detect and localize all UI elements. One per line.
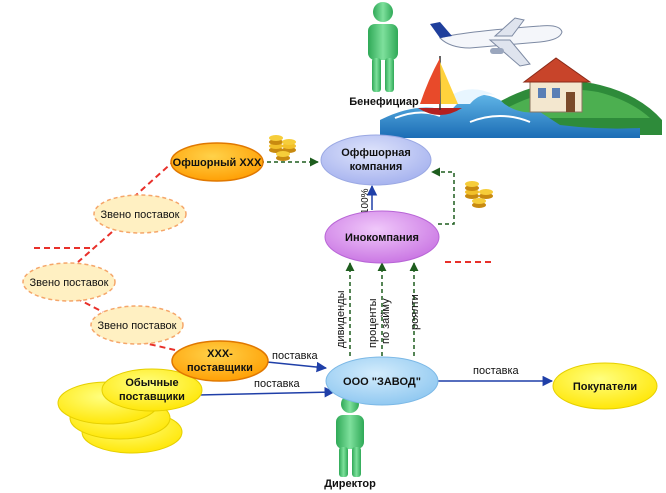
node-incompany: Инокомпания	[324, 210, 440, 264]
supply-label-buyers: поставка	[473, 365, 520, 377]
node-offshore-company: Оффшорная компания	[320, 134, 432, 186]
royalty-label: роялти	[409, 294, 421, 330]
percent-label: 100%	[360, 188, 371, 214]
node-regular-suppliers-label-1: Обычные	[125, 377, 178, 389]
node-offshore-company-label-2: компания	[350, 161, 403, 173]
director-label: Директор	[324, 478, 376, 490]
node-zavod-label: ООО "ЗАВОД"	[343, 376, 421, 388]
node-xxx-suppliers: ХХХ- поставщики	[171, 340, 269, 382]
node-incompany-label: Инокомпания	[345, 232, 419, 244]
node-supply-link-2: Звено поставок	[22, 262, 116, 302]
node-buyers-label: Покупатели	[573, 381, 637, 393]
node-offshore-xxx: Офшорный ХХХ	[170, 142, 264, 182]
interest-label-line2: по займу	[380, 298, 392, 344]
node-supply-link-3-label: Звено поставок	[98, 320, 177, 332]
supply-label-bottom: поставка	[254, 378, 301, 390]
coins-icon	[269, 135, 296, 161]
node-supply-link-3: Звено поставок	[90, 305, 184, 345]
blue-arrows	[197, 184, 554, 398]
node-regular-suppliers: Обычные поставщики	[57, 368, 203, 454]
node-xxx-suppliers-label-2: поставщики	[187, 362, 253, 374]
green-dashed-arrows	[260, 157, 455, 356]
node-supply-link-1: Звено поставок	[93, 194, 187, 234]
node-zavod: ООО "ЗАВОД"	[325, 356, 439, 406]
supply-label-top: поставка	[272, 350, 319, 362]
director-person-icon	[336, 395, 364, 477]
beneficiary-label: Бенефициар	[349, 96, 419, 108]
node-offshore-xxx-label: Офшорный ХХХ	[173, 157, 262, 169]
node-supply-link-2-label: Звено поставок	[30, 277, 109, 289]
node-offshore-company-label-1: Оффшорная	[341, 147, 411, 159]
node-buyers: Покупатели	[552, 362, 658, 410]
node-regular-suppliers-label-2: поставщики	[119, 391, 185, 403]
vacation-scene-icon	[380, 17, 662, 138]
node-xxx-suppliers-label-1: ХХХ-	[207, 348, 233, 360]
interest-label-line1: проценты	[367, 298, 379, 348]
node-supply-link-1-label: Звено поставок	[101, 209, 180, 221]
dividends-label: дивиденды	[335, 290, 347, 348]
beneficiary-person-icon	[368, 2, 398, 92]
coins-icon	[465, 181, 493, 208]
